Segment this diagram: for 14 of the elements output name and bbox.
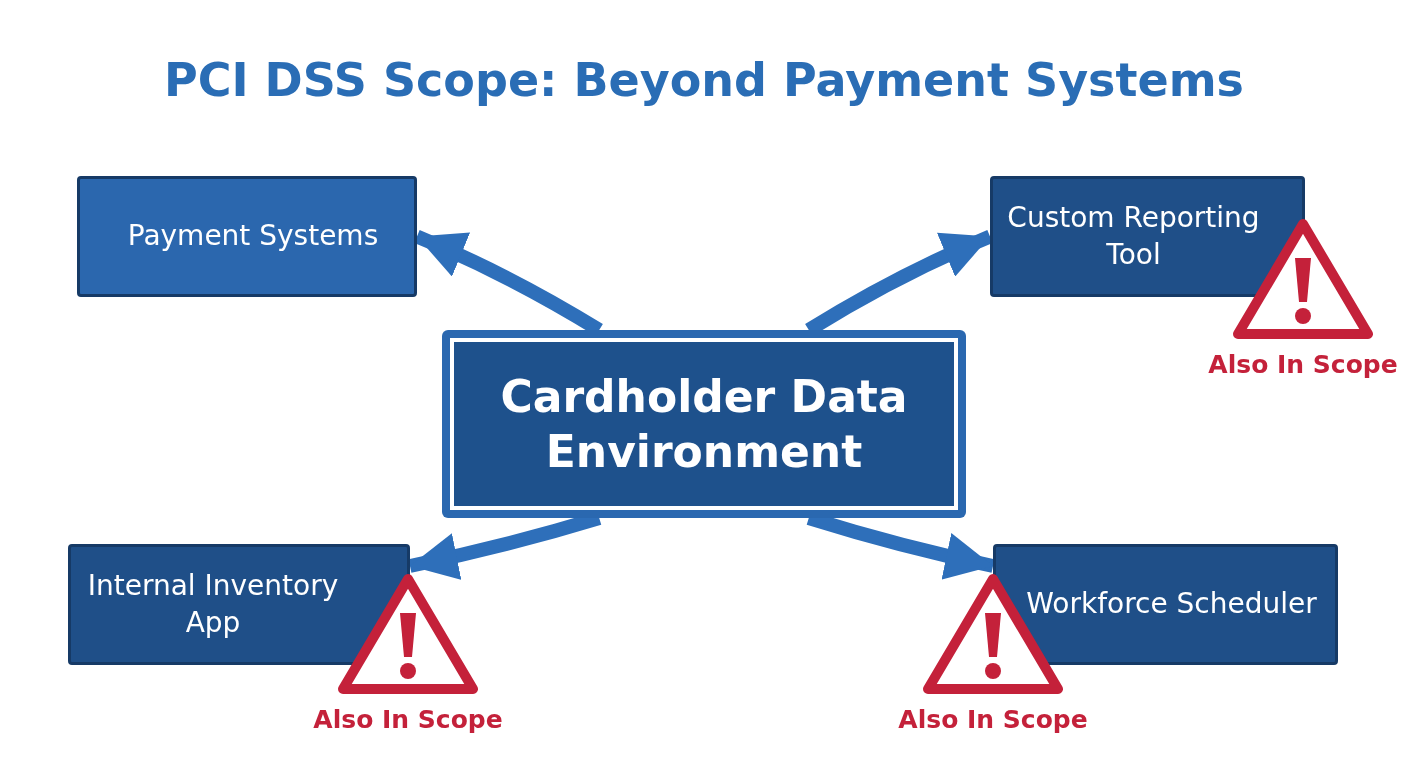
system-box	[77, 176, 417, 297]
node-label: Cardholder Data Environment	[499, 370, 909, 479]
node-label: Payment Systems	[127, 218, 379, 255]
scope-note: Also In Scope	[312, 704, 504, 736]
system-box	[68, 544, 410, 665]
environment-box	[442, 330, 966, 518]
title: PCI DSS Scope: Beyond Payment Systems	[162, 52, 1245, 109]
system-box	[990, 176, 1305, 297]
scope-note: Also In Scope	[1207, 349, 1399, 381]
node-label: Workforce Scheduler	[1026, 586, 1317, 623]
system-box	[993, 544, 1338, 665]
scope-note: Also In Scope	[897, 704, 1089, 736]
node-label: Internal Inventory App	[86, 568, 340, 641]
node-label: Custom Reporting Tool	[1006, 200, 1261, 273]
